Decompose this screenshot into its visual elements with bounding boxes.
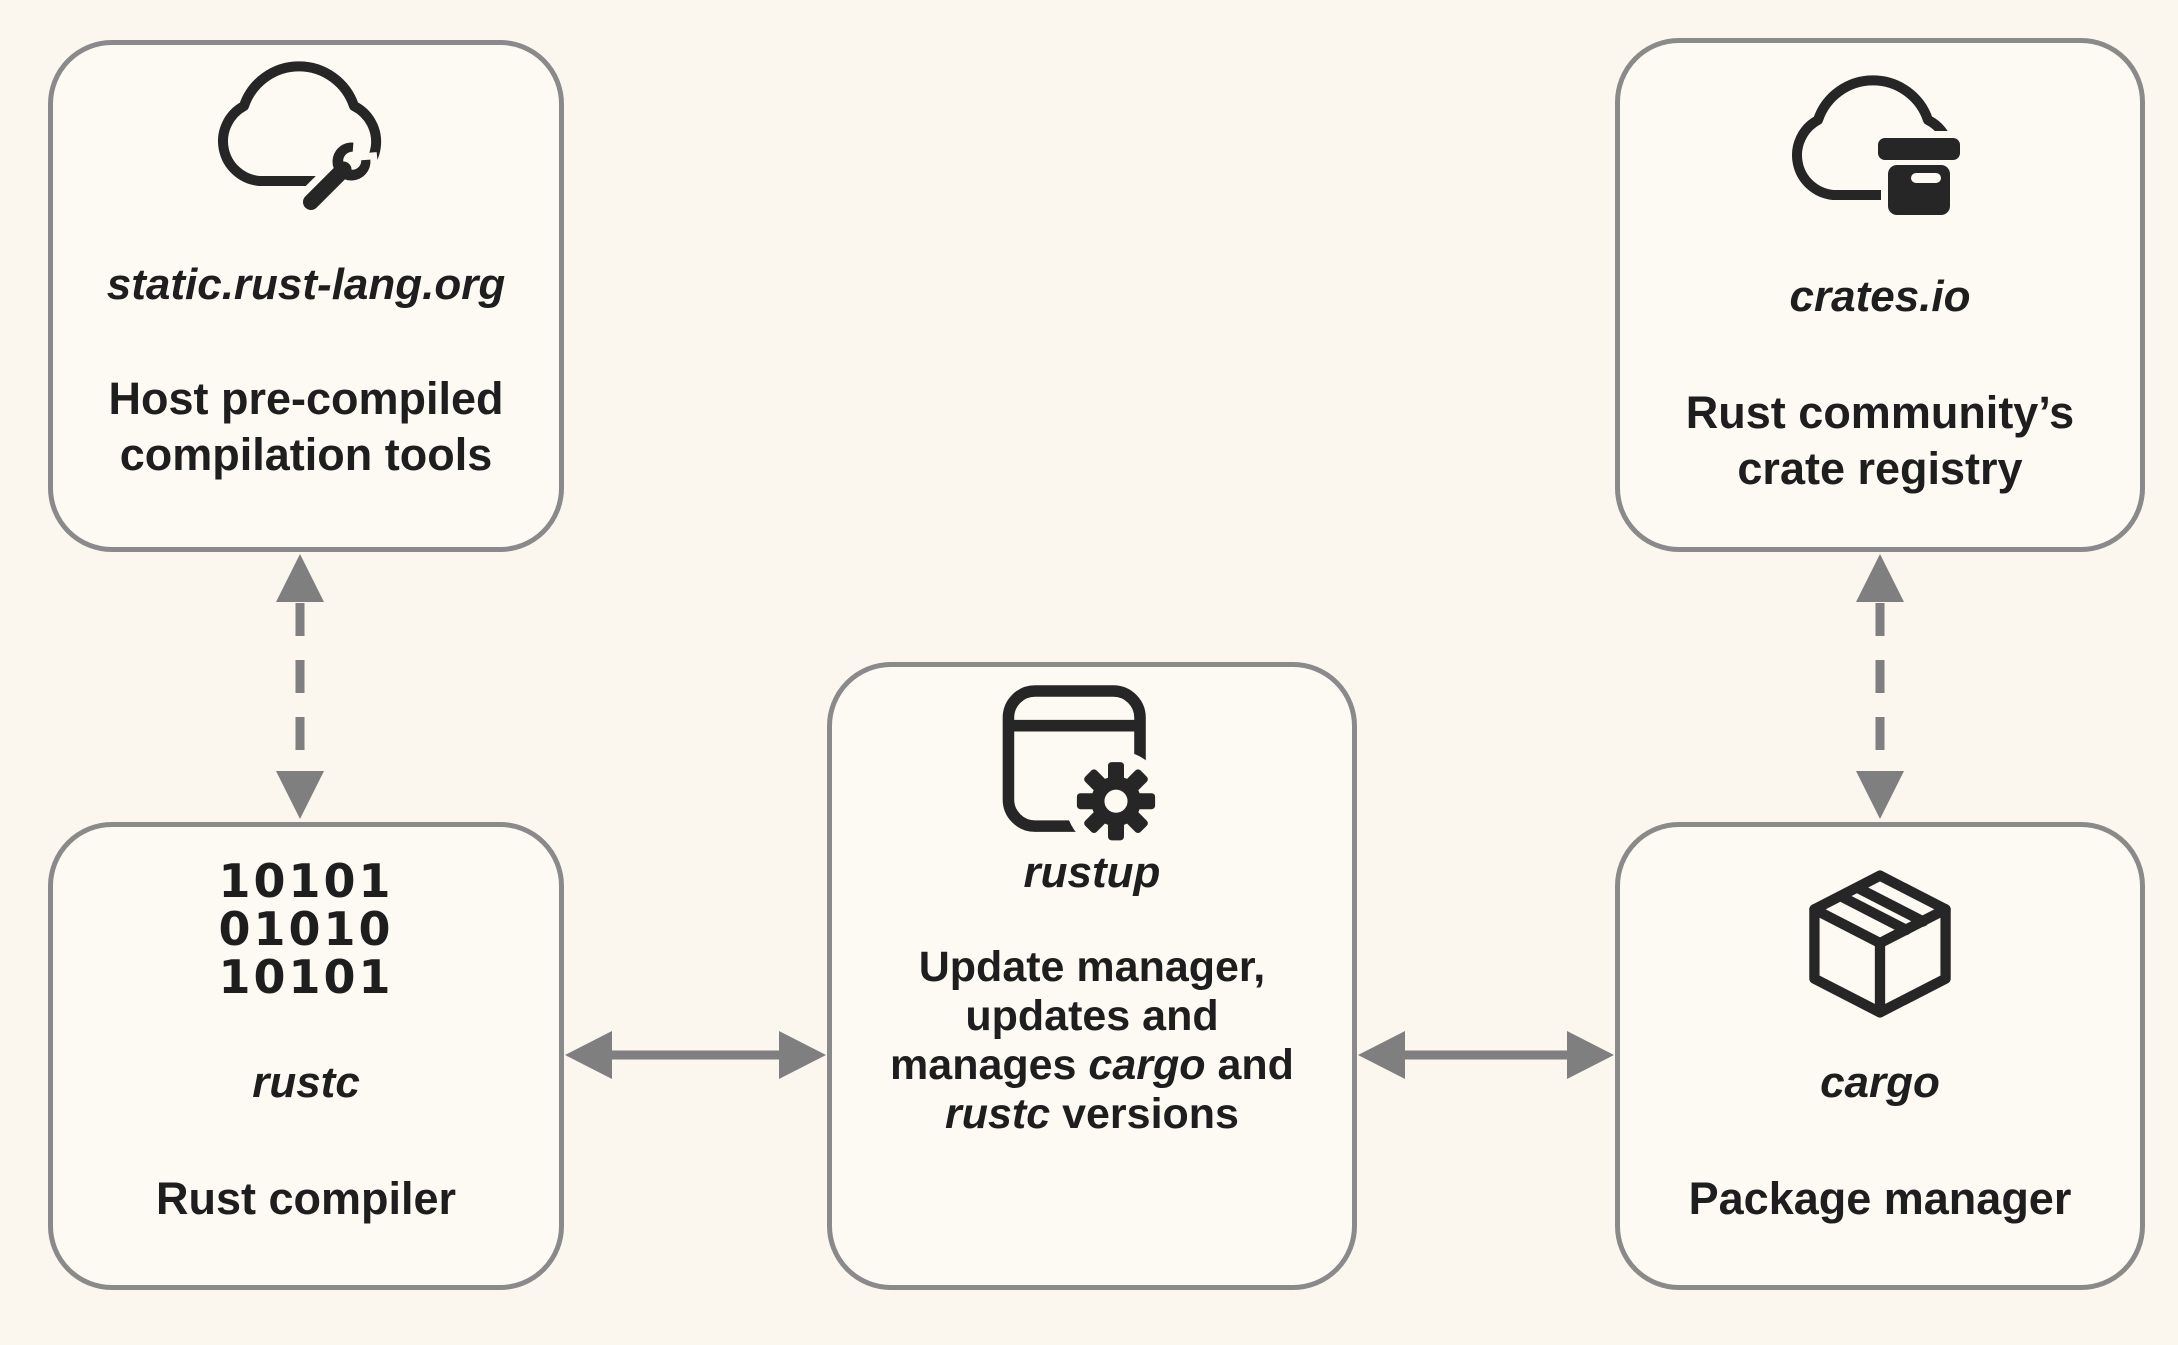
- arrow-static-rustc: [276, 554, 324, 819]
- binary-code-icon: 10101 01010 10101: [218, 854, 394, 1004]
- cloud-wrench-icon: [204, 61, 409, 219]
- description-line: manages cargo and: [890, 1041, 1294, 1089]
- node-description: Host pre-compiled compilation tools: [108, 371, 503, 483]
- node-rustc: 10101 01010 10101 rustc Rust compiler: [48, 822, 564, 1290]
- node-rustup: rustup Update manager, updates and manag…: [827, 662, 1357, 1290]
- description-line: crate registry: [1737, 443, 2023, 494]
- node-cargo: cargo Package manager: [1615, 822, 2145, 1290]
- node-description: Update manager, updates and manages carg…: [890, 943, 1294, 1139]
- package-box-icon: [1786, 855, 1974, 1033]
- node-title: rustup: [1023, 848, 1161, 897]
- node-title: static.rust-lang.org: [106, 260, 506, 309]
- description-line: Update manager,: [918, 943, 1266, 991]
- node-description: Package manager: [1689, 1171, 2072, 1227]
- description-line: updates and: [965, 992, 1219, 1040]
- arrow-rustc-rustup: [565, 1031, 826, 1079]
- description-line: Rust compiler: [155, 1173, 457, 1224]
- cloud-crate-icon: [1778, 75, 1983, 235]
- node-title: crates.io: [1789, 272, 1971, 321]
- window-gear-icon: [994, 683, 1190, 843]
- description-line: compilation tools: [119, 429, 493, 480]
- node-static-rust-lang-org: static.rust-lang.org Host pre-compiled c…: [48, 40, 564, 552]
- description-line: rustc versions: [945, 1090, 1239, 1138]
- description-line: Host pre-compiled: [108, 373, 504, 424]
- node-description: Rust community’s crate registry: [1686, 385, 2074, 497]
- description-line: Package manager: [1688, 1173, 2072, 1224]
- node-title: rustc: [252, 1058, 360, 1107]
- description-line: Rust community’s: [1685, 387, 2075, 438]
- node-crates-io: crates.io Rust community’s crate registr…: [1615, 38, 2145, 552]
- arrow-crates-cargo: [1856, 554, 1904, 819]
- node-description: Rust compiler: [156, 1171, 456, 1227]
- node-title: cargo: [1820, 1058, 1940, 1107]
- arrow-rustup-cargo: [1358, 1031, 1614, 1079]
